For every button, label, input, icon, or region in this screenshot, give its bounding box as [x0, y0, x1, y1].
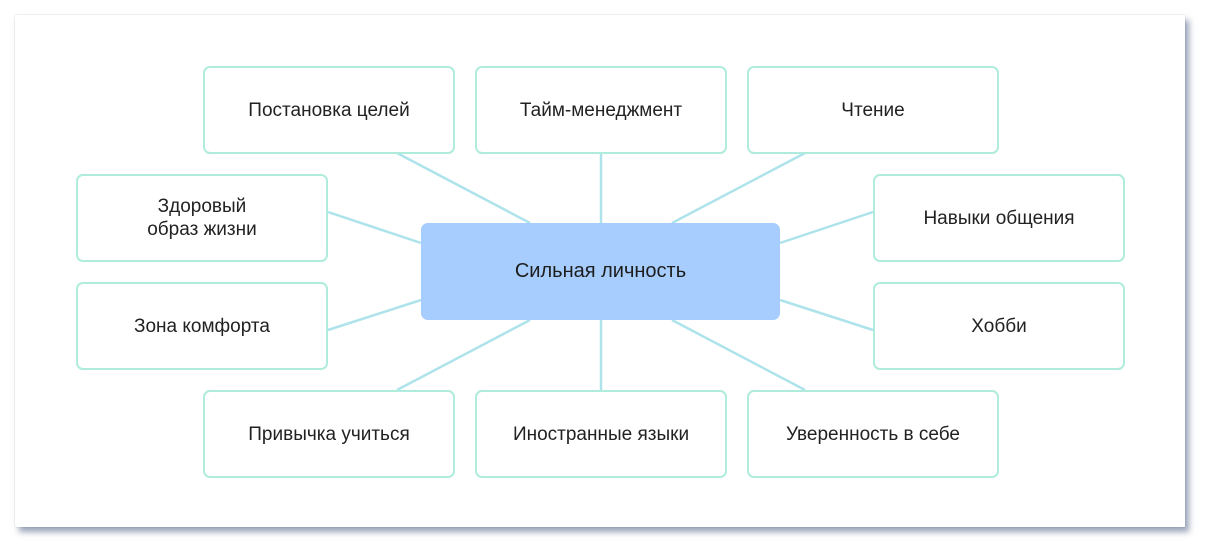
- node-label: Чтение: [841, 99, 905, 121]
- center-node: Сильная личность: [421, 223, 780, 320]
- node-label: Навыки общения: [923, 207, 1075, 229]
- node-label: Привычка учиться: [248, 423, 410, 445]
- node-foreign-languages: Иностранные языки: [475, 390, 727, 478]
- node-healthy-lifestyle: Здоровый образ жизни: [76, 174, 328, 262]
- node-goal-setting: Постановка целей: [203, 66, 455, 154]
- center-node-label: Сильная личность: [514, 260, 687, 282]
- node-label: Хобби: [971, 315, 1027, 337]
- node-communication-skills: Навыки общения: [873, 174, 1125, 262]
- node-label: Иностранные языки: [512, 423, 690, 445]
- node-label: Зона комфорта: [134, 315, 270, 337]
- node-learning-habit: Привычка учиться: [203, 390, 455, 478]
- node-self-confidence: Уверенность в себе: [747, 390, 999, 478]
- node-comfort-zone: Зона комфорта: [76, 282, 328, 370]
- node-hobby: Хобби: [873, 282, 1125, 370]
- node-time-management: Тайм-менеджмент: [475, 66, 727, 154]
- node-label: Здоровый образ жизни: [147, 196, 257, 240]
- node-reading: Чтение: [747, 66, 999, 154]
- node-label: Уверенность в себе: [786, 423, 960, 445]
- node-label: Постановка целей: [248, 99, 410, 121]
- node-label: Тайм-менеджмент: [519, 99, 683, 121]
